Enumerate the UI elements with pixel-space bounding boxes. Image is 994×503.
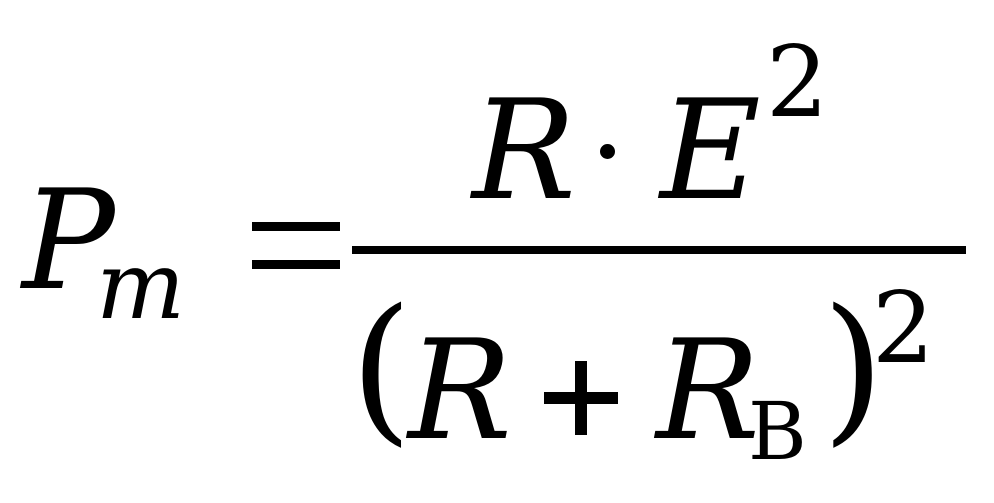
open-paren: (: [350, 274, 413, 461]
numerator-factor-r: R: [472, 70, 576, 231]
lhs-subscript: m: [96, 232, 186, 341]
denominator-exponent: 2: [872, 272, 935, 386]
close-paren: ): [822, 274, 885, 461]
denominator-term-rb: R: [656, 310, 760, 471]
lhs-symbol: P: [22, 160, 115, 321]
numerator-factor-e: E: [660, 70, 761, 231]
fraction-bar: [352, 246, 966, 254]
multiplication-dot: [600, 144, 615, 159]
denominator-subscript: В: [748, 385, 807, 478]
numerator-exponent: 2: [766, 26, 829, 140]
denominator-term-r: R: [408, 310, 512, 471]
